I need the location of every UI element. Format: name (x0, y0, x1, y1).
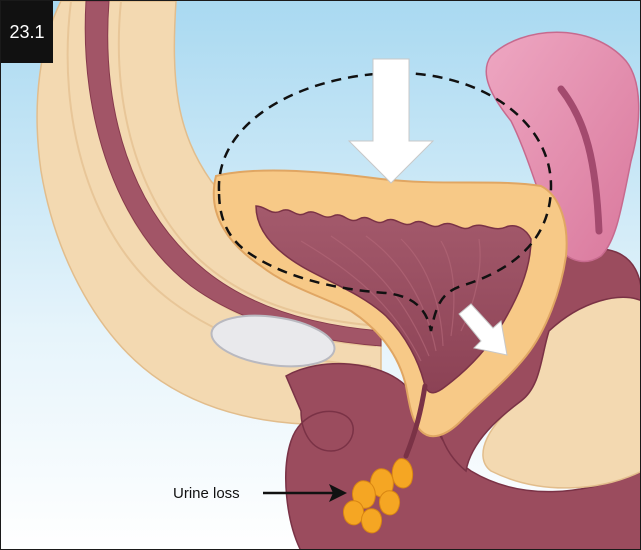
urine-loss-label: Urine loss (173, 485, 240, 502)
figure-number-badge: 23.1 (1, 1, 53, 63)
